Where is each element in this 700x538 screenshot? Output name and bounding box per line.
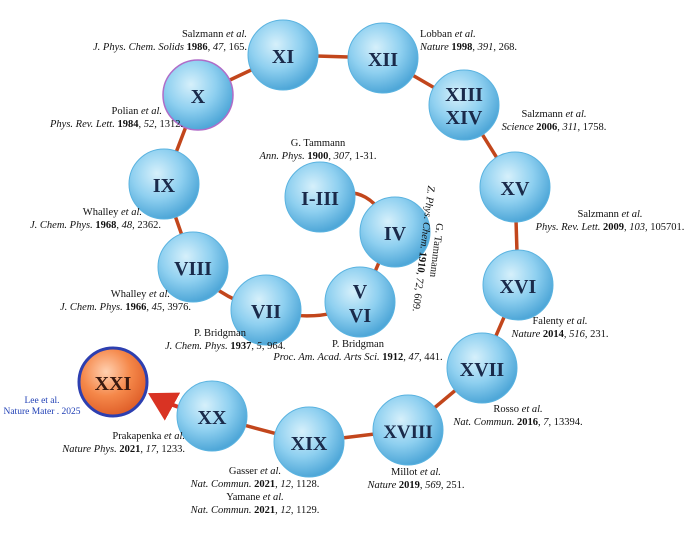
- ref-salzmann-2006: Salzmann et al. Science 2006, 311, 1758.: [501, 109, 607, 133]
- svg-text:XV: XV: [501, 178, 530, 200]
- svg-text:VII: VII: [251, 301, 281, 323]
- ref-salzmann-1986: Salzmann et al. J. Phys. Chem. Solids 19…: [93, 29, 247, 53]
- node-IV: IV: [359, 196, 431, 268]
- node-XI: XI: [247, 19, 319, 91]
- node-XII: XII: [347, 22, 419, 94]
- node-XVII: XVII: [446, 332, 518, 404]
- node-I-III: I-III: [284, 161, 356, 233]
- node-XX: XX: [176, 380, 248, 452]
- node-XXI: XXI: [77, 346, 149, 418]
- ref-whalley-1966: Whalley et al. J. Chem. Phys. 1966, 45, …: [60, 289, 191, 313]
- svg-text:IV: IV: [384, 223, 407, 245]
- svg-text:VIII: VIII: [174, 258, 212, 280]
- svg-text:VI: VI: [349, 305, 371, 327]
- ref-bridgman-1912: P. Bridgman Proc. Am. Acad. Arts Sci. 19…: [273, 339, 443, 363]
- svg-text:I-III: I-III: [301, 188, 339, 210]
- svg-text:XVIII: XVIII: [383, 422, 433, 443]
- svg-text:XX: XX: [198, 407, 227, 429]
- ref-tammann-1900: G. Tammann Ann. Phys. 1900, 307, 1-31.: [259, 138, 377, 162]
- svg-text:XII: XII: [368, 49, 398, 71]
- svg-text:X: X: [191, 86, 206, 108]
- ref-gasser-yamane-2021: Gasser et al. Nat. Commun. 2021, 12, 112…: [190, 466, 320, 516]
- ref-rosso-2016: Rosso et al. Nat. Commun. 2016, 7, 13394…: [453, 404, 583, 428]
- ref-millot-2019: Millot et al. Nature 2019, 569, 251.: [367, 467, 465, 491]
- svg-text:XIV: XIV: [446, 107, 483, 129]
- svg-text:V: V: [353, 281, 368, 303]
- svg-text:XXI: XXI: [95, 373, 132, 395]
- node-XIII-XIV: XIII XIV: [428, 69, 500, 141]
- ref-whalley-1968: Whalley et al. J. Chem. Phys. 1968, 48, …: [30, 207, 161, 231]
- svg-text:XIII: XIII: [445, 84, 483, 106]
- ref-lee-2025: Lee et al. Nature Mater . 2025: [3, 396, 81, 417]
- node-XVIII: XVIII: [372, 394, 444, 466]
- ref-bridgman-1937: P. Bridgman J. Chem. Phys. 1937, 5, 964.: [165, 328, 286, 352]
- svg-text:XI: XI: [272, 46, 294, 68]
- svg-text:IX: IX: [153, 175, 176, 197]
- node-V-VI: V VI: [324, 266, 396, 338]
- node-IX: IX: [128, 148, 200, 220]
- ref-prakapenka-2021: Prakapenka et al. Nature Phys. 2021, 17,…: [62, 431, 185, 455]
- ref-salzmann-2009: Salzmann et al. Phys. Rev. Lett. 2009, 1…: [535, 209, 685, 233]
- node-VII: VII: [230, 274, 302, 346]
- node-XIX: XIX: [273, 406, 345, 478]
- svg-text:XVI: XVI: [500, 276, 537, 298]
- node-VIII: VIII: [157, 231, 229, 303]
- svg-text:XVII: XVII: [460, 359, 505, 381]
- node-XVI: XVI: [482, 249, 554, 321]
- ref-polian-1984: Polian et al. Phys. Rev. Lett. 1984, 52,…: [50, 106, 184, 130]
- ref-lobban-1998: Lobban et al. Nature 1998, 391, 268.: [420, 29, 518, 53]
- ref-falenty-2014: Falenty et al. Nature 2014, 516, 231.: [511, 316, 609, 340]
- node-XV: XV: [479, 151, 551, 223]
- node-X: X: [162, 59, 234, 131]
- svg-text:XIX: XIX: [291, 433, 328, 455]
